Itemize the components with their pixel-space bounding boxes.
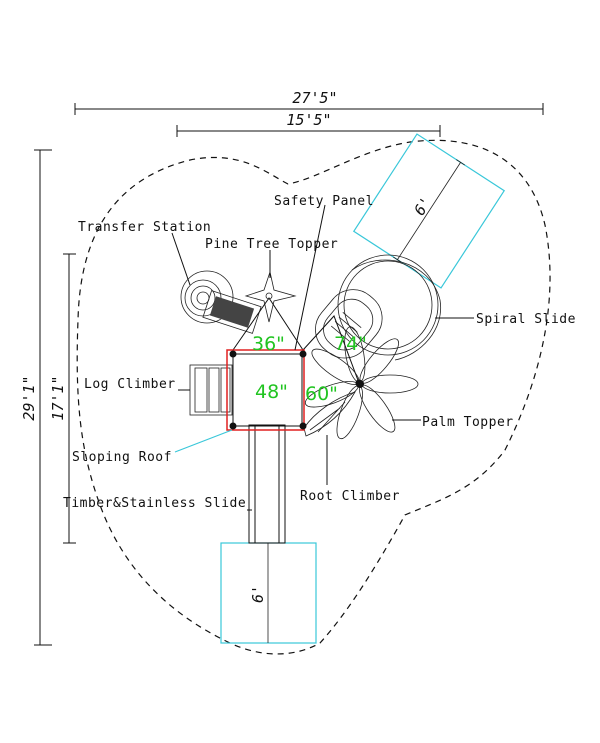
overall-width-dimension: 27'5"	[74, 89, 544, 115]
bottom-zone-label: 6'	[249, 585, 267, 603]
overall-width-label: 27'5"	[292, 89, 337, 107]
timber-stainless-slide	[248, 424, 286, 544]
pine-tree-topper-label: Pine Tree Topper	[205, 237, 338, 252]
top-right-zone-label: 6'	[410, 194, 435, 219]
log-climber-label: Log Climber	[84, 377, 176, 392]
use-zone-boundary	[76, 139, 551, 655]
root-climber-label: Root Climber	[300, 489, 400, 504]
log-climber	[189, 364, 233, 416]
inner-height-dimension: 17'1"	[49, 253, 76, 544]
overall-height-label: 29'1"	[20, 375, 38, 420]
sloping-roof-label: Sloping Roof	[72, 450, 172, 465]
main-deck	[226, 349, 305, 431]
root-climber	[303, 391, 356, 437]
slide-exit-zone	[220, 542, 317, 644]
inner-width-dimension: 15'5"	[176, 111, 441, 137]
spiral-slide-label: Spiral Slide	[476, 312, 576, 327]
spiral-slide	[315, 254, 442, 361]
inner-width-label: 15'5"	[286, 111, 331, 129]
inner-height-label: 17'1"	[49, 375, 67, 420]
palm-topper-label: Palm Topper	[422, 415, 514, 430]
angle-label-74: 74"	[334, 333, 367, 355]
transfer-station	[180, 270, 262, 334]
safety-panel-label: Safety Panel	[274, 194, 374, 209]
overall-height-dimension: 29'1"	[20, 149, 52, 646]
timber-slide-label: Timber&Stainless Slide	[63, 496, 246, 511]
pine-tree-topper	[244, 270, 297, 323]
angle-label-36: 36"	[252, 333, 285, 355]
angle-label-48: 48"	[255, 381, 288, 403]
transfer-station-label: Transfer Station	[78, 220, 211, 235]
angle-label-60: 60"	[305, 383, 338, 405]
